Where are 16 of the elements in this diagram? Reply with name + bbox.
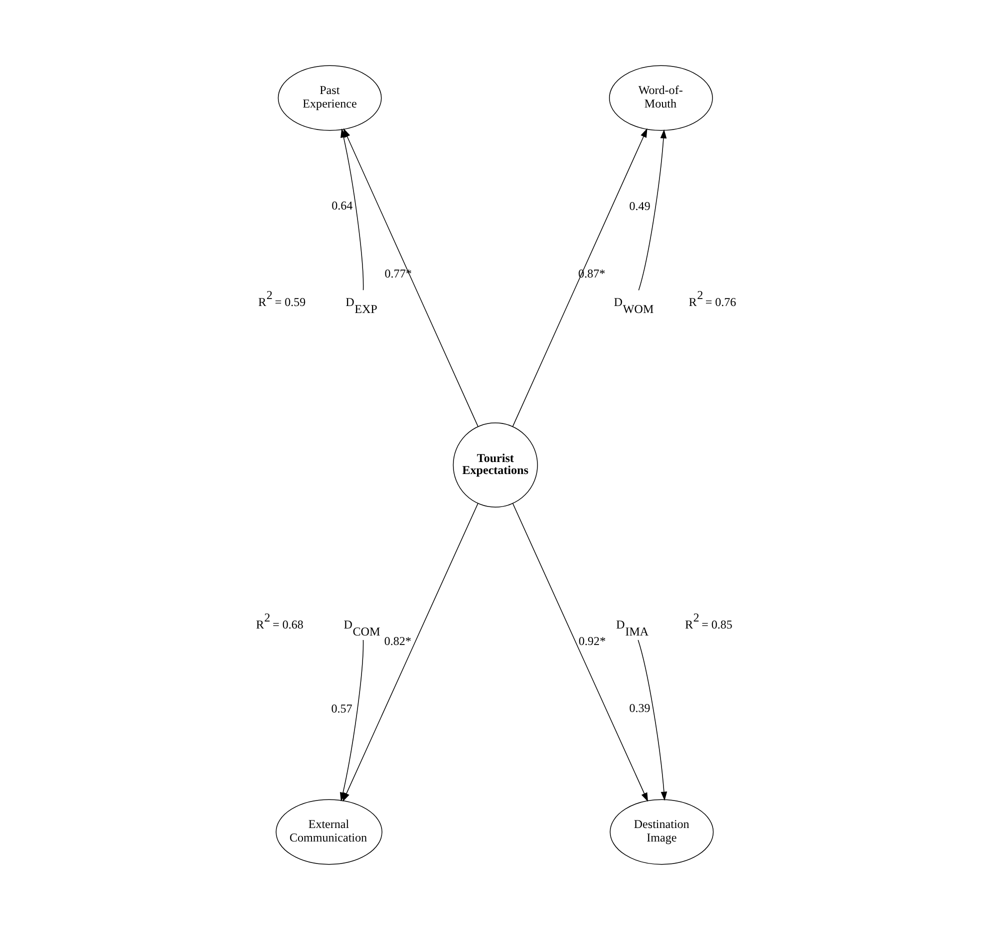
node-ellipse: Destination Image <box>609 799 714 865</box>
arrow <box>512 503 648 802</box>
node-circle: Tourist Expectations <box>452 422 538 508</box>
edge-label: 0.57 <box>330 702 352 716</box>
node-ellipse: External Communication <box>275 799 382 865</box>
arrow <box>638 129 666 291</box>
arrow <box>637 640 667 801</box>
edge-label: 0.39 <box>628 701 650 716</box>
edge-label: 0.64 <box>331 198 352 213</box>
edge-label: 0.49 <box>628 199 650 214</box>
arrow <box>512 128 647 427</box>
edge-label: 0.92* <box>578 634 606 648</box>
node-ellipse: Word-of-Mouth <box>608 65 712 131</box>
node-ellipse: Past Experience <box>277 65 382 131</box>
edge-label: 0.82* <box>384 634 411 648</box>
arrow <box>342 128 478 427</box>
